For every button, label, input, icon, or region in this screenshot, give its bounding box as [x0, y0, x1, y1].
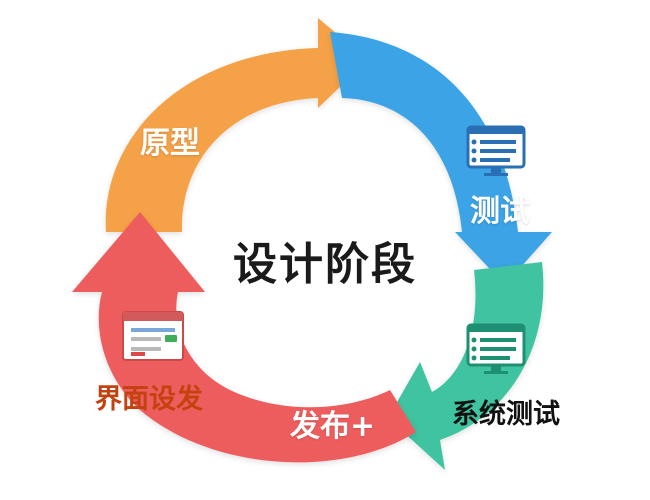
- release-arrow-segment: [72, 212, 416, 463]
- stage-label-prototype: 原型: [140, 126, 200, 161]
- system-test-arrow-segment: [388, 262, 544, 470]
- monitor-list-icon: [466, 323, 526, 374]
- stage-label-system-test: 系统测试: [452, 399, 560, 430]
- prototype-arrow-segment: [105, 18, 368, 232]
- stage-label-ui-dev: 界面设发: [95, 384, 203, 415]
- test-arrow-segment: [330, 32, 552, 285]
- stage-label-release: 发布+: [290, 409, 376, 444]
- window-form-icon: [122, 311, 184, 361]
- center-title: 设计阶段: [233, 239, 417, 290]
- monitor-list-icon: [466, 125, 526, 176]
- stage-label-test: 测试: [470, 194, 530, 229]
